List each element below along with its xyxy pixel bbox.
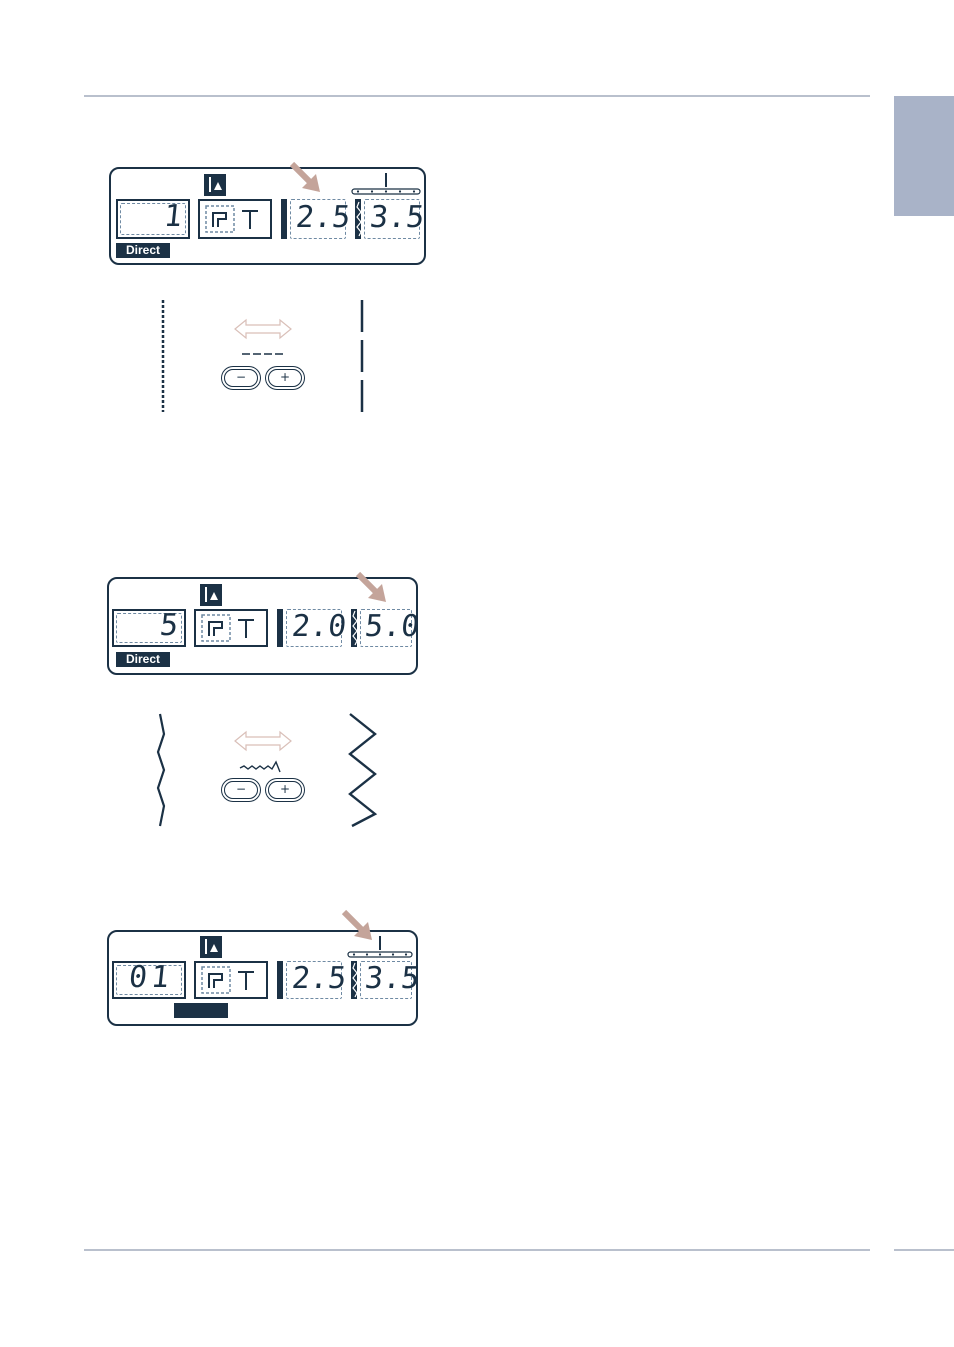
- adjust-arrow-icon: [234, 730, 292, 752]
- pattern-number: 1: [148, 202, 183, 232]
- presser-foot-icon: [206, 205, 266, 233]
- plus-button[interactable]: +: [268, 369, 302, 387]
- minus-button[interactable]: −: [224, 369, 258, 387]
- presser-foot-icon: [202, 614, 262, 642]
- zigzag-bar-icon: [352, 963, 358, 997]
- needle-position-icon: [200, 936, 222, 958]
- top-rule: [84, 95, 870, 97]
- length-bar: [281, 199, 287, 239]
- mode-label: [174, 1003, 228, 1018]
- stitch-length-value: 2.5: [294, 203, 351, 233]
- zigzag-stitch-icon: [240, 760, 284, 774]
- needle-position-icon: [200, 584, 222, 606]
- presser-foot-icon: [202, 966, 262, 994]
- direct-label: Direct: [116, 652, 170, 667]
- zigzag-bar-icon: [352, 611, 358, 645]
- minus-button[interactable]: −: [224, 781, 258, 799]
- stitch-width-value: 5.0: [363, 612, 420, 642]
- plus-button[interactable]: +: [268, 781, 302, 799]
- adjust-arrow-icon: [234, 318, 292, 340]
- straight-stitch-icon: [242, 350, 284, 358]
- direct-label: Direct: [116, 243, 170, 258]
- length-bar: [277, 609, 283, 647]
- zigzag-bar-icon: [356, 202, 362, 236]
- pattern-number: 01: [122, 963, 179, 993]
- stitch-length-value: 2.0: [290, 612, 347, 642]
- stitch-width-value: 3.5: [363, 964, 420, 994]
- bottom-rule-right: [894, 1249, 954, 1251]
- short-stitch-line: [160, 300, 166, 412]
- pointer-arrow: [288, 160, 324, 196]
- wide-zigzag-line: [348, 712, 378, 826]
- long-stitch-line: [359, 300, 365, 412]
- needle-position-scale: [352, 173, 422, 197]
- pointer-arrow: [354, 570, 390, 606]
- pattern-number: 5: [144, 611, 179, 641]
- needle-position-icon: [204, 174, 226, 196]
- pointer-arrow: [340, 908, 376, 944]
- stitch-width-value: 3.5: [368, 203, 425, 233]
- length-bar: [277, 961, 283, 999]
- stitch-length-value: 2.5: [290, 964, 347, 994]
- bottom-rule: [84, 1249, 870, 1251]
- narrow-zigzag-line: [154, 714, 168, 826]
- section-tab: [894, 96, 954, 216]
